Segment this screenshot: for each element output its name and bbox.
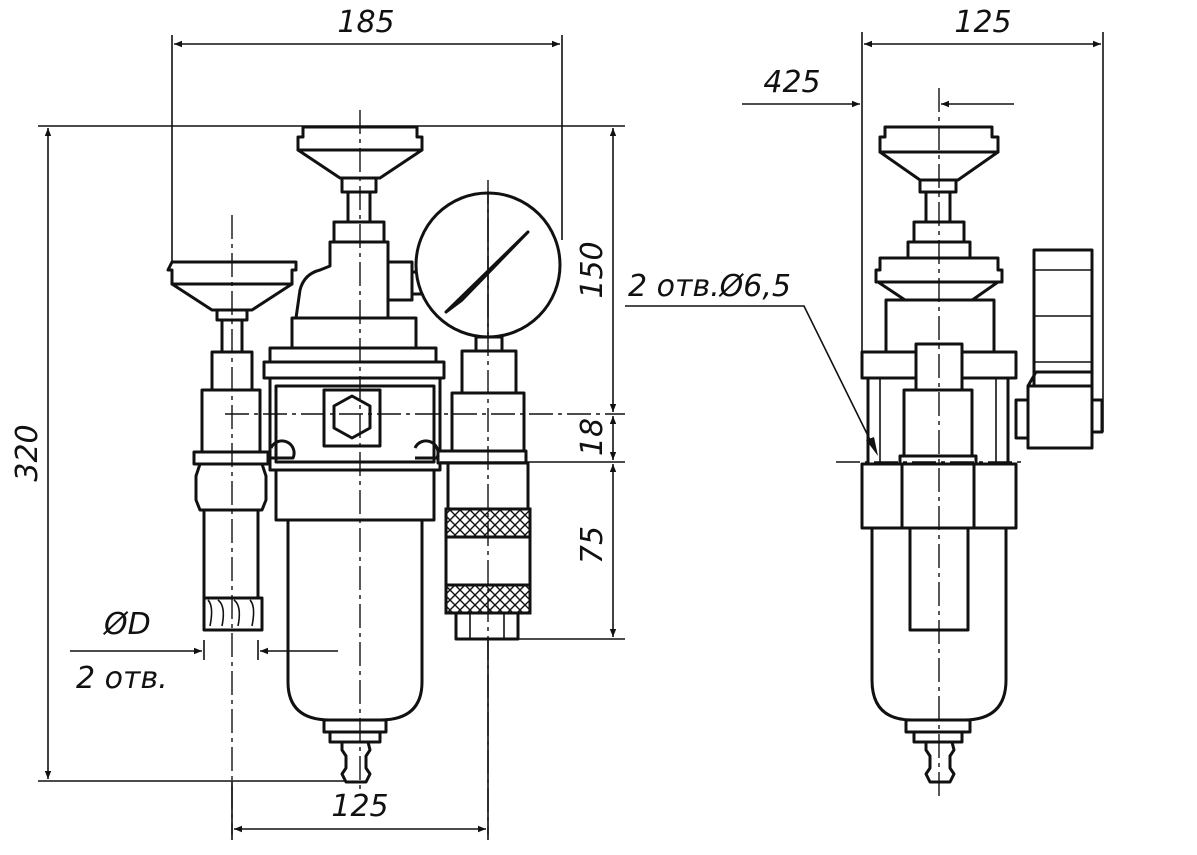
side-view [836, 88, 1104, 800]
dim-height-total: 320 [10, 424, 45, 481]
dim-width-right-top: 125 [954, 5, 1011, 40]
front-view [166, 110, 625, 835]
dim-width-top: 185 [337, 5, 394, 40]
dim-offset-right: 425 [763, 65, 820, 100]
dim-height-mid: 18 [575, 418, 610, 456]
diameter-count: 2 отв. [76, 661, 168, 696]
main-filter [262, 125, 446, 784]
dim-height-lower: 75 [575, 526, 610, 564]
dimension-lines [38, 32, 1104, 840]
dim-height-upper: 150 [575, 241, 610, 298]
dimension-labels: 185 125 425 320 150 18 75 125 ØD 2 отв. … [10, 5, 1012, 824]
dim-width-bottom: 125 [331, 789, 388, 824]
diameter-label: ØD [102, 607, 151, 642]
mount-holes-label: 2 отв.Ø6,5 [628, 269, 791, 304]
